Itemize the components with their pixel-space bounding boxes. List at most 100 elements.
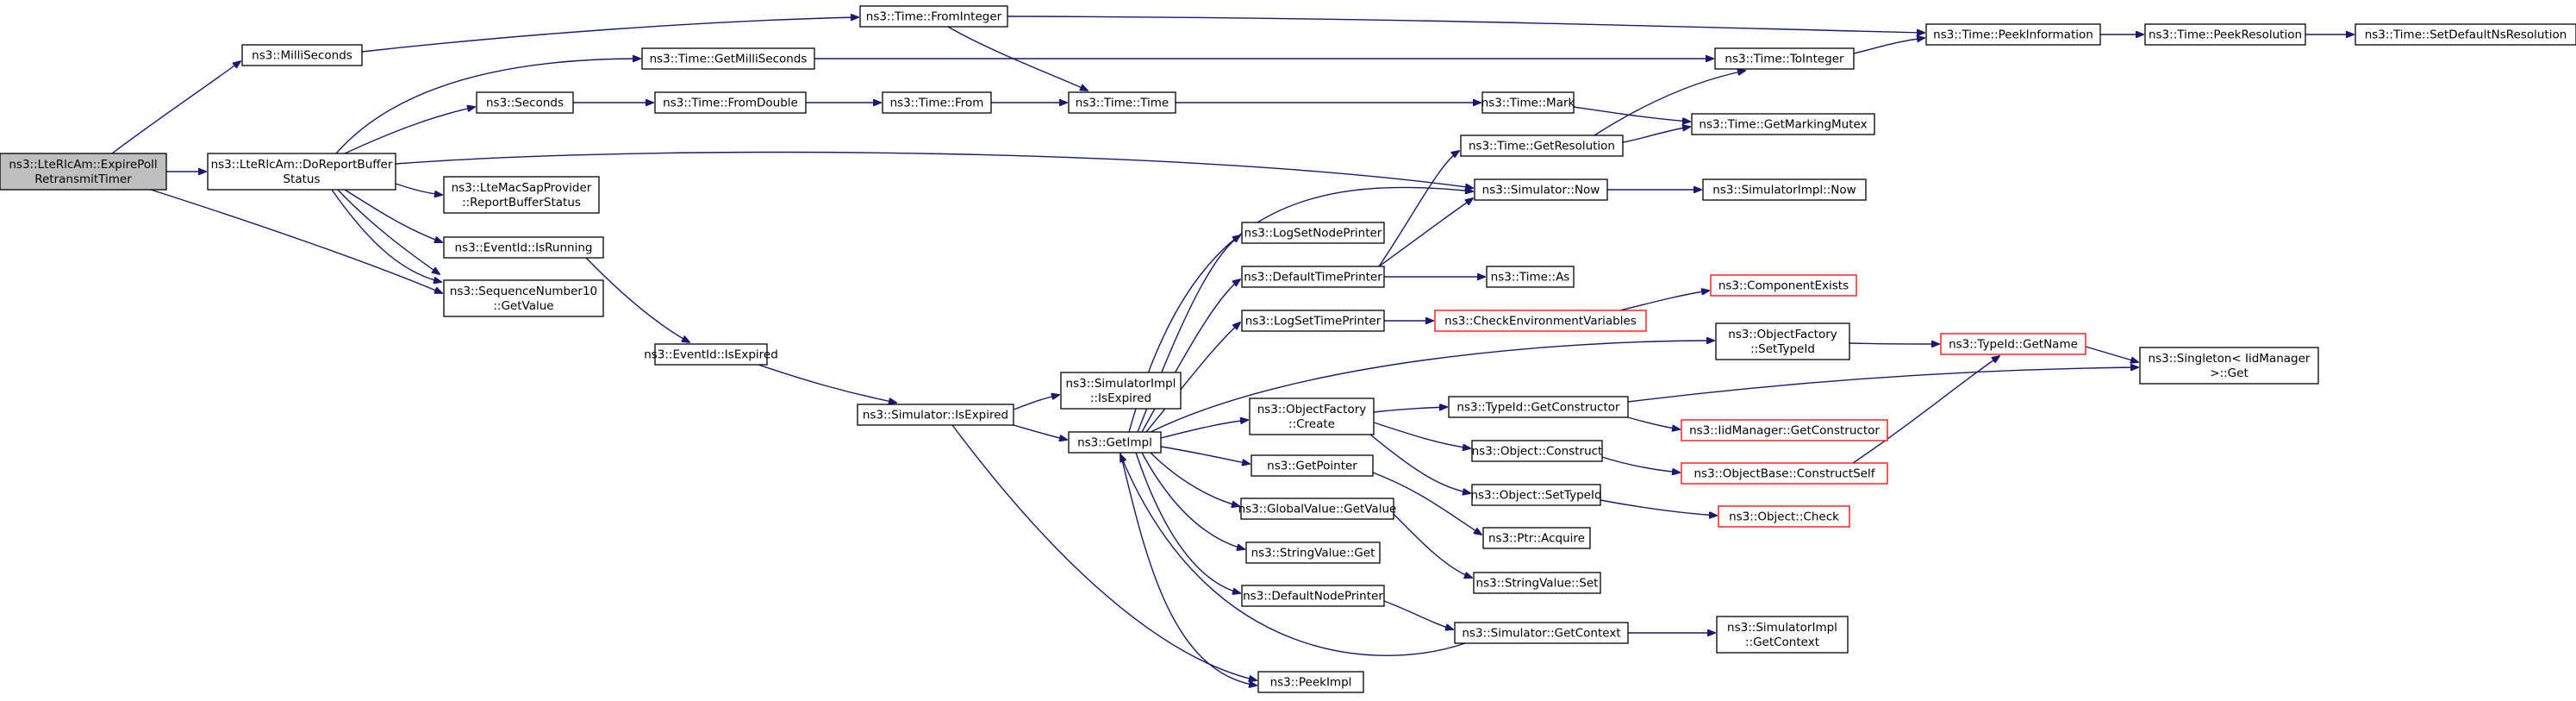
- node-label: ns3::Time::GetResolution: [1469, 140, 1615, 153]
- node-label: ns3::MilliSeconds: [252, 49, 352, 63]
- node-getimpl[interactable]: ns3::GetImpl: [1068, 431, 1162, 454]
- node-seqget[interactable]: ns3::SequenceNumber10::GetValue: [443, 279, 604, 317]
- edge-doreport-to-simnow: [395, 151, 1473, 188]
- node-label: ns3::ComponentExists: [1718, 279, 1849, 293]
- node-box: [1681, 462, 1888, 485]
- node-label: ns3::Time::As: [1491, 271, 1570, 285]
- node-typeidname[interactable]: ns3::TypeId::GetName: [1940, 333, 2086, 355]
- node-label: ns3::ObjectBase::ConstructSelf: [1694, 467, 1876, 481]
- node-box: [2139, 347, 2319, 385]
- node-checkenv[interactable]: ns3::CheckEnvironmentVariables: [1434, 310, 1647, 332]
- edge-getimpl-to-peekimpl: [1120, 452, 1257, 685]
- edge-doreport-to-isrunning: [344, 189, 442, 242]
- node-getres[interactable]: ns3::Time::GetResolution: [1460, 135, 1624, 157]
- node-objsettypeid[interactable]: ns3::Object::SetTypeId: [1470, 484, 1602, 506]
- node-seconds[interactable]: ns3::Seconds: [476, 91, 574, 114]
- edge-getres-to-tointeger: [1594, 71, 1745, 136]
- node-logsetnode[interactable]: ns3::LogSetNodePrinter: [1241, 222, 1385, 244]
- edge-root-to-seqget: [150, 189, 442, 293]
- edge-getimpl-to-gvgetvalue: [1150, 452, 1239, 506]
- node-label: ns3::StringValue::Get: [1251, 547, 1375, 560]
- node-strvalset[interactable]: ns3::StringValue::Set: [1473, 572, 1601, 594]
- node-isexpired[interactable]: ns3::EventId::IsExpired: [644, 343, 778, 366]
- node-simimplnow[interactable]: ns3::SimulatorImpl::Now: [1702, 178, 1867, 201]
- node-strvalget[interactable]: ns3::StringValue::Get: [1245, 541, 1381, 564]
- node-ofcreate[interactable]: ns3::ObjectFactory::Create: [1249, 397, 1375, 435]
- edge-simisexp-to-peekimpl: [951, 424, 1257, 680]
- node-milli[interactable]: ns3::MilliSeconds: [241, 44, 363, 66]
- node-box: [1940, 333, 2086, 355]
- node-frominteger[interactable]: ns3::Time::FromInteger: [859, 5, 1008, 28]
- node-simgetctx[interactable]: ns3::Simulator::GetContext: [1454, 622, 1629, 644]
- edge-deftime-to-simnow: [1378, 198, 1473, 267]
- node-label: ns3::TypeId::GetName: [1949, 338, 2078, 352]
- node-peekimpl[interactable]: ns3::PeekImpl: [1257, 671, 1364, 693]
- node-simimplctx[interactable]: ns3::SimulatorImpl::GetContext: [1716, 616, 1849, 654]
- edge-simisexp-to-getimpl: [1013, 424, 1067, 440]
- node-objcheck[interactable]: ns3::Object::Check: [1718, 505, 1850, 528]
- node-label: ns3::Time::From: [890, 97, 984, 110]
- node-mark[interactable]: ns3::Time::Mark: [1481, 91, 1575, 114]
- edge-frominteger-to-timetime: [947, 26, 1088, 91]
- node-defnode[interactable]: ns3::DefaultNodePrinter: [1241, 585, 1385, 607]
- node-gvgetvalue[interactable]: ns3::GlobalValue::GetValue: [1238, 498, 1397, 520]
- node-simnow[interactable]: ns3::Simulator::Now: [1474, 178, 1608, 201]
- edge-getimpl-to-getpointer: [1160, 446, 1250, 464]
- node-logsettime[interactable]: ns3::LogSetTimePrinter: [1241, 310, 1385, 332]
- node-box: [1714, 47, 1855, 70]
- node-label: ns3::EventId::IsExpired: [644, 348, 778, 362]
- node-label: ns3::Simulator::IsExpired: [863, 409, 1008, 422]
- node-constructself[interactable]: ns3::ObjectBase::ConstructSelf: [1681, 462, 1888, 485]
- node-getmilli[interactable]: ns3::Time::GetMilliSeconds: [641, 47, 815, 70]
- node-getctor[interactable]: ns3::TypeId::GetConstructor: [1448, 396, 1629, 418]
- node-box: [2355, 23, 2576, 46]
- node-box: [1068, 431, 1162, 454]
- edge-mark-to-getmarking: [1573, 106, 1690, 122]
- node-getpointer[interactable]: ns3::GetPointer: [1251, 454, 1374, 477]
- node-box: [1716, 616, 1849, 654]
- node-timeas[interactable]: ns3::Time::As: [1486, 266, 1575, 288]
- node-label: ns3::LteRlcAm::ExpirePoll: [9, 158, 157, 172]
- node-label: ns3::SimulatorImpl: [1066, 377, 1176, 391]
- edge-getimpl-to-strvalget: [1141, 452, 1244, 549]
- node-tointeger[interactable]: ns3::Time::ToInteger: [1714, 47, 1855, 70]
- node-label: ns3::Object::SetTypeId: [1470, 489, 1601, 503]
- node-simisexp[interactable]: ns3::Simulator::IsExpired: [857, 404, 1014, 426]
- node-singleton[interactable]: ns3::Singleton< IidManager >::Get: [2139, 347, 2319, 385]
- node-label: ns3::LogSetNodePrinter: [1244, 227, 1382, 241]
- node-fromdouble[interactable]: ns3::Time::FromDouble: [654, 91, 807, 114]
- node-box: [1241, 222, 1385, 244]
- node-label: ns3::Simulator::GetContext: [1462, 627, 1620, 641]
- node-iidgetctor[interactable]: ns3::IidManager::GetConstructor: [1681, 419, 1888, 441]
- node-box: [1471, 484, 1601, 506]
- edge-ofcreate-to-getctor: [1373, 407, 1447, 413]
- edge-typeidname-to-singleton: [2085, 346, 2138, 362]
- node-label: RetransmitTimer: [34, 172, 132, 186]
- node-timetime[interactable]: ns3::Time::Time: [1068, 91, 1176, 114]
- node-isrunning[interactable]: ns3::EventId::IsRunning: [443, 236, 604, 259]
- node-box: [1241, 266, 1385, 288]
- node-label: ns3::SimulatorImpl::Now: [1712, 184, 1856, 197]
- node-objconstruct[interactable]: ns3::Object::Construct: [1471, 440, 1603, 462]
- node-compexists[interactable]: ns3::ComponentExists: [1710, 274, 1857, 297]
- node-label: ns3::Time::FromInteger: [866, 10, 1002, 24]
- node-box: [1691, 113, 1875, 135]
- node-label: ::IsExpired: [1090, 391, 1151, 405]
- node-peekres[interactable]: ns3::Time::PeekResolution: [2144, 23, 2306, 46]
- node-label: ::ReportBufferStatus: [462, 196, 581, 210]
- node-box: [1473, 572, 1601, 594]
- node-timefrom[interactable]: ns3::Time::From: [882, 91, 992, 114]
- node-ofsettypeid[interactable]: ns3::ObjectFactory::SetTypeId: [1715, 322, 1850, 360]
- node-getmarking[interactable]: ns3::Time::GetMarkingMutex: [1691, 113, 1875, 135]
- node-ptracquire[interactable]: ns3::Ptr::Acquire: [1482, 527, 1591, 549]
- node-deftime[interactable]: ns3::DefaultTimePrinter: [1241, 266, 1385, 288]
- node-peekinfo[interactable]: ns3::Time::PeekInformation: [1925, 23, 2101, 46]
- node-simimplisexp[interactable]: ns3::SimulatorImpl::IsExpired: [1060, 372, 1182, 410]
- node-macsap[interactable]: ns3::LteMacSapProvider::ReportBufferStat…: [443, 176, 600, 214]
- node-label: ::Create: [1288, 417, 1335, 431]
- edge-ofsettypeid-to-typeidname: [1849, 343, 1939, 344]
- node-setdefault[interactable]: ns3::Time::SetDefaultNsResolution: [2355, 23, 2576, 46]
- node-label: ns3::Time::PeekInformation: [1933, 28, 2093, 42]
